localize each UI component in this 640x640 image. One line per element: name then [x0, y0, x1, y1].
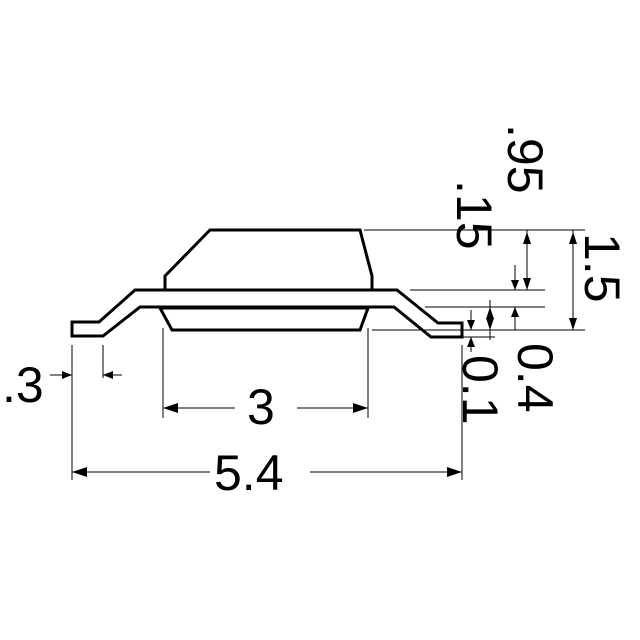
label-total-height: 1.5 [574, 233, 630, 303]
lower-body-outline [157, 306, 371, 332]
label-lead-width: .3 [2, 357, 44, 413]
arrow-overall-right [447, 467, 462, 477]
arrow-095-top [523, 232, 531, 244]
arrow-lead-right [103, 371, 113, 379]
arrow-095-bottom [523, 278, 531, 290]
label-body-top-height: .95 [497, 124, 553, 194]
arrow-04-bottom [486, 318, 494, 330]
label-standoff-height: 0.4 [507, 343, 563, 413]
arrow-015-bottom [511, 307, 519, 317]
arrow-15-bottom [569, 318, 577, 330]
label-overall-length: 5.4 [214, 445, 284, 501]
arrow-01-top [467, 320, 475, 330]
arrow-body-left [163, 403, 178, 413]
label-body-width: 3 [247, 379, 275, 435]
upper-body-outline [163, 228, 374, 292]
arrow-lead-left [62, 371, 72, 379]
label-standoff-min: 0.1 [452, 355, 508, 425]
arrow-01-bottom [467, 337, 475, 347]
label-lead-thickness: .15 [446, 180, 502, 250]
arrow-015-top [511, 280, 519, 290]
arrow-body-right [353, 403, 368, 413]
arrow-overall-left [72, 467, 87, 477]
arrow-04-top [486, 307, 494, 319]
arrow-15-top [569, 232, 577, 244]
